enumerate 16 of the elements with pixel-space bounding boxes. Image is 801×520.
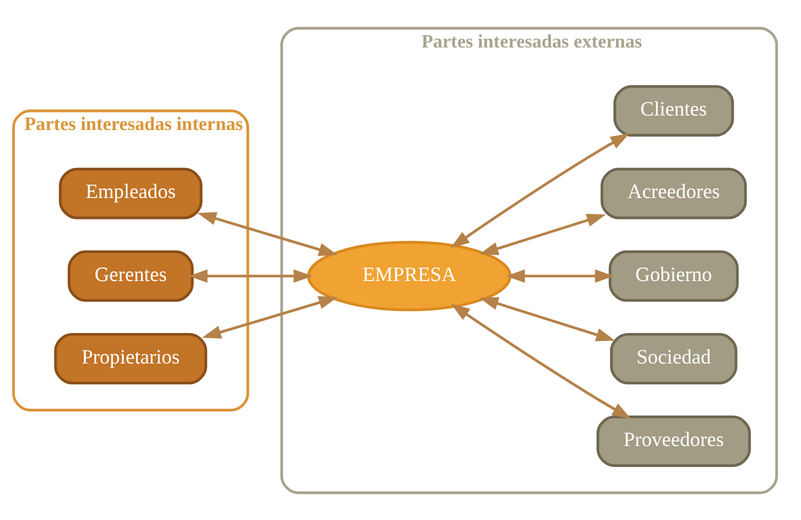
arrow [479, 213, 606, 255]
arrow [450, 303, 632, 418]
node-box: Acreedores [600, 167, 747, 219]
node-box: Gobierno [608, 250, 739, 302]
arrow [450, 132, 630, 248]
node-box: Clientes [613, 84, 734, 136]
node-box: Propietarios [54, 332, 208, 384]
arrow [188, 268, 313, 282]
node-box: Proveedores [596, 415, 751, 467]
arrow [197, 212, 338, 256]
node-box: Gerentes [68, 250, 194, 302]
node-box: Empleados [58, 167, 202, 219]
arrow [506, 268, 614, 282]
arrow [479, 296, 616, 341]
node-box: Sociedad [610, 332, 738, 384]
arrow [202, 296, 338, 338]
